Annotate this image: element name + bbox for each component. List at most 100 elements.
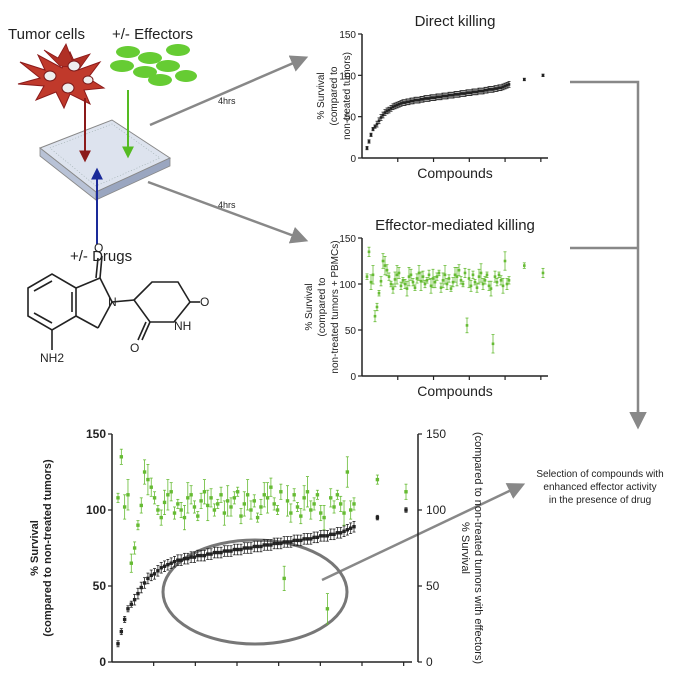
data-point-2-0-57 (305, 537, 310, 541)
tumor-cells-label: Tumor cells (8, 26, 85, 43)
data-point-1-0-70 (505, 282, 509, 286)
data-point-2-0-5 (132, 597, 137, 602)
data-point-0-0-22 (409, 99, 413, 103)
data-point-1-0-24 (413, 286, 417, 289)
data-point-2-0-0 (116, 642, 120, 646)
data-point-1-0-29 (423, 282, 427, 286)
y-tick-label-2-3: 150 (86, 427, 106, 441)
data-point-2-0-53 (292, 538, 296, 543)
data-point-0-0-61 (487, 88, 491, 91)
y-tick-label-1-3: 150 (339, 234, 356, 245)
data-point-2-1-32 (222, 511, 227, 515)
data-point-0-0-65 (495, 87, 499, 90)
x-axis-label-1: Compounds (417, 383, 493, 399)
data-point-2-0-37 (239, 547, 243, 552)
data-point-2-0-72 (375, 515, 380, 520)
data-point-2-0-48 (275, 541, 280, 546)
data-point-2-0-59 (312, 535, 316, 540)
data-point-1-0-33 (431, 277, 435, 280)
data-point-2-0-9 (146, 576, 150, 581)
data-point-1-0-15 (395, 273, 399, 277)
data-point-2-0-19 (179, 558, 183, 562)
data-point-1-0-47 (459, 279, 463, 282)
data-point-2-1-71 (352, 502, 356, 506)
arrow-to-effector-killing (147, 180, 309, 244)
data-point-0-0-28 (421, 98, 425, 101)
data-point-2-0-54 (295, 538, 300, 543)
data-point-1-0-2 (369, 280, 373, 284)
data-point-2-0-17 (172, 559, 177, 564)
data-point-0-0-39 (443, 94, 447, 98)
data-point-0-0-11 (387, 108, 391, 112)
y2-tick-label-2-3: 150 (426, 427, 446, 441)
atom-o-top: O (94, 241, 103, 255)
data-point-2-0-49 (279, 541, 283, 546)
data-point-1-0-41 (447, 277, 451, 280)
data-point-2-1-11 (152, 496, 157, 500)
data-point-2-1-12 (156, 508, 160, 512)
data-point-2-1-34 (229, 505, 233, 509)
data-point-1-0-26 (417, 271, 421, 275)
data-point-2-0-38 (242, 546, 247, 550)
data-point-0-0-7 (379, 116, 383, 119)
data-point-1-0-28 (421, 275, 425, 278)
data-point-2-0-62 (322, 534, 326, 538)
data-point-0-0-10 (385, 109, 389, 113)
data-point-1-0-53 (471, 273, 475, 277)
chart-title-0: Direct killing (415, 13, 496, 30)
data-point-1-0-45 (455, 275, 459, 278)
data-point-2-1-45 (265, 496, 270, 500)
y2-tick-label-2-0: 0 (426, 655, 433, 669)
data-point-2-1-70 (348, 508, 353, 512)
data-point-0-0-46 (457, 93, 461, 96)
data-point-0-0-15 (395, 103, 399, 107)
data-point-1-0-60 (485, 273, 489, 277)
data-point-0-0-73 (541, 74, 545, 77)
data-point-1-0-21 (407, 275, 411, 278)
data-point-2-0-22 (189, 555, 193, 559)
data-point-2-0-16 (169, 561, 173, 565)
data-point-2-0-24 (196, 553, 200, 558)
data-point-2-0-32 (222, 549, 227, 553)
data-point-2-0-29 (212, 550, 217, 555)
data-point-2-1-51 (285, 499, 290, 503)
selection-ellipse (161, 538, 349, 646)
data-point-1-0-52 (469, 284, 473, 288)
time-label-bottom: 4hrs (218, 200, 236, 210)
data-point-2-0-15 (166, 563, 170, 567)
data-point-2-0-21 (186, 556, 190, 561)
data-point-0-0-67 (499, 86, 503, 90)
data-point-0-0-41 (447, 93, 451, 97)
data-point-0-0-4 (373, 125, 377, 128)
data-point-2-1-56 (302, 496, 306, 500)
y-axis-label-0-0: % Survival (316, 72, 327, 119)
y-tick-label-0-0: 0 (350, 154, 356, 165)
arrow-to-selection (321, 483, 526, 582)
data-point-2-1-41 (252, 499, 256, 503)
bracket-line (570, 80, 640, 420)
data-point-2-0-47 (272, 541, 276, 546)
data-point-1-0-3 (371, 273, 375, 277)
data-point-1-0-7 (379, 279, 383, 283)
data-point-2-1-49 (279, 490, 283, 494)
data-point-0-0-6 (377, 119, 381, 123)
data-point-2-1-20 (182, 515, 187, 520)
data-point-2-0-66 (335, 531, 340, 535)
data-point-2-0-13 (159, 566, 163, 570)
data-point-1-0-40 (445, 282, 449, 286)
data-point-2-1-27 (206, 503, 210, 508)
effector-cells-illustration (110, 44, 197, 86)
data-point-1-0-55 (475, 286, 479, 289)
data-point-2-1-29 (212, 508, 217, 512)
data-point-2-0-11 (152, 572, 157, 576)
data-point-2-0-44 (262, 543, 266, 547)
data-point-2-1-25 (199, 499, 203, 503)
y-tick-label-2-2: 100 (86, 503, 106, 517)
data-point-1-0-30 (425, 279, 429, 282)
data-point-2-1-55 (299, 514, 303, 518)
data-point-2-1-36 (235, 490, 240, 494)
y-tick-label-1-2: 100 (339, 280, 356, 291)
data-point-2-1-22 (189, 493, 193, 497)
